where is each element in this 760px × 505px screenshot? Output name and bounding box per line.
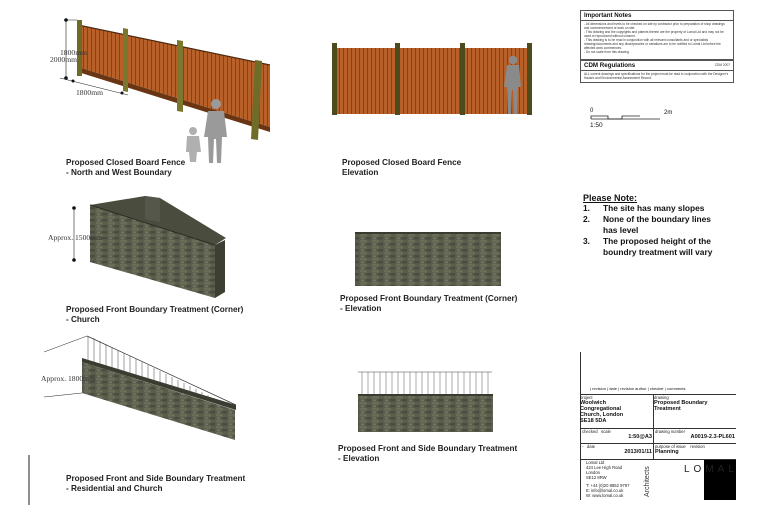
scale-cell: checked scale 1:50@A3 <box>582 429 652 440</box>
corner-elev-wall <box>355 232 501 286</box>
title-block: | revision | date | revision author | ch… <box>580 352 736 500</box>
please-note-title: Please Note: <box>583 193 638 203</box>
caption-corner-elevation: Proposed Front Boundary Treatment (Corne… <box>340 294 518 313</box>
fence-post <box>251 60 262 140</box>
side-wall-front <box>82 362 235 440</box>
fence-post <box>177 40 183 112</box>
lomal-logo: LOMAL <box>684 464 738 475</box>
drawing-cell: drawing Proposed Boundary Treatment <box>654 395 708 412</box>
dim-fence-height-a: 1800mm <box>60 48 88 57</box>
caption-corner-3d: Proposed Front Boundary Treatment (Corne… <box>66 305 244 324</box>
please-note-block: Please Note: 1. The site has many slopes… <box>583 193 743 258</box>
dim-fence-height-b: 2000mm <box>50 55 78 64</box>
fence-post <box>77 20 82 76</box>
cdm-panel: CDM Regulations CDM 2007 ALL current dra… <box>580 60 734 83</box>
date-cell: - date 2013/01/11 <box>582 444 652 455</box>
cdm-ref: CDM 2007 <box>714 63 730 67</box>
elev-railing-bars <box>361 372 489 394</box>
fence-elev-boards <box>334 48 530 114</box>
scale-bar-graphic <box>590 115 660 120</box>
side-wall-elevation <box>358 371 493 432</box>
fence-3d-view <box>59 18 271 163</box>
cdm-title: CDM Regulations <box>584 62 636 69</box>
revision-header: | revision | date | revision author | ch… <box>590 386 686 391</box>
person-silhouette <box>186 99 227 163</box>
scale-ratio: 1:50 <box>590 122 603 129</box>
purpose-cell: purpose of issue revision Planning <box>655 444 705 455</box>
caption-side-elevation: Proposed Front and Side Boundary Treatme… <box>338 444 518 463</box>
fence-post <box>123 28 128 92</box>
corner-wall-3d <box>72 196 226 298</box>
important-notes-title: Important Notes <box>581 11 733 21</box>
fence-elevation <box>332 43 532 115</box>
side-wall-railing-3d <box>43 335 237 440</box>
side-elev-wall <box>358 394 493 432</box>
dim-corner-height: Approx. 1500mm <box>48 233 102 242</box>
corner-wall-front <box>90 205 215 298</box>
railing-bars <box>87 336 229 406</box>
dim-side-height: Approx. 1800mm <box>41 374 95 383</box>
important-notes-panel: Important Notes - All dimensions and lev… <box>580 10 734 60</box>
important-note: - This drawing and the copyrights and pa… <box>584 30 724 38</box>
company-address: Lomal Ltd 424 Lee High Road London SE12 … <box>586 460 630 498</box>
logo-block <box>704 460 736 500</box>
cdm-text: ALL current drawings and specifications … <box>584 72 729 80</box>
drawing-number-cell: drawing number A0019-2.3-PL601 <box>655 429 735 440</box>
important-note: - Do not scale from this drawing. <box>584 50 630 54</box>
please-note-item: 1. The site has many slopes <box>583 203 705 213</box>
project-cell: project Woolwich Congregational Church, … <box>580 395 624 424</box>
scale-end: 2m <box>664 110 673 116</box>
dim-fence-spacing: 1800mm <box>76 88 104 97</box>
important-note: - All dimensions and levels to be checke… <box>584 22 725 30</box>
caption-side-3d: Proposed Front and Side Boundary Treatme… <box>66 474 246 493</box>
important-note: - This drawing is to be read in conjunct… <box>584 38 721 50</box>
scale-start: 0 <box>590 108 594 114</box>
fence-3d-panel <box>78 25 270 127</box>
architects-label: Architects <box>644 466 651 497</box>
caption-fence-3d: Proposed Closed Board Fence- North and W… <box>66 158 186 177</box>
person-silhouette-elev <box>504 55 521 114</box>
corner-wall-elevation <box>355 232 501 286</box>
